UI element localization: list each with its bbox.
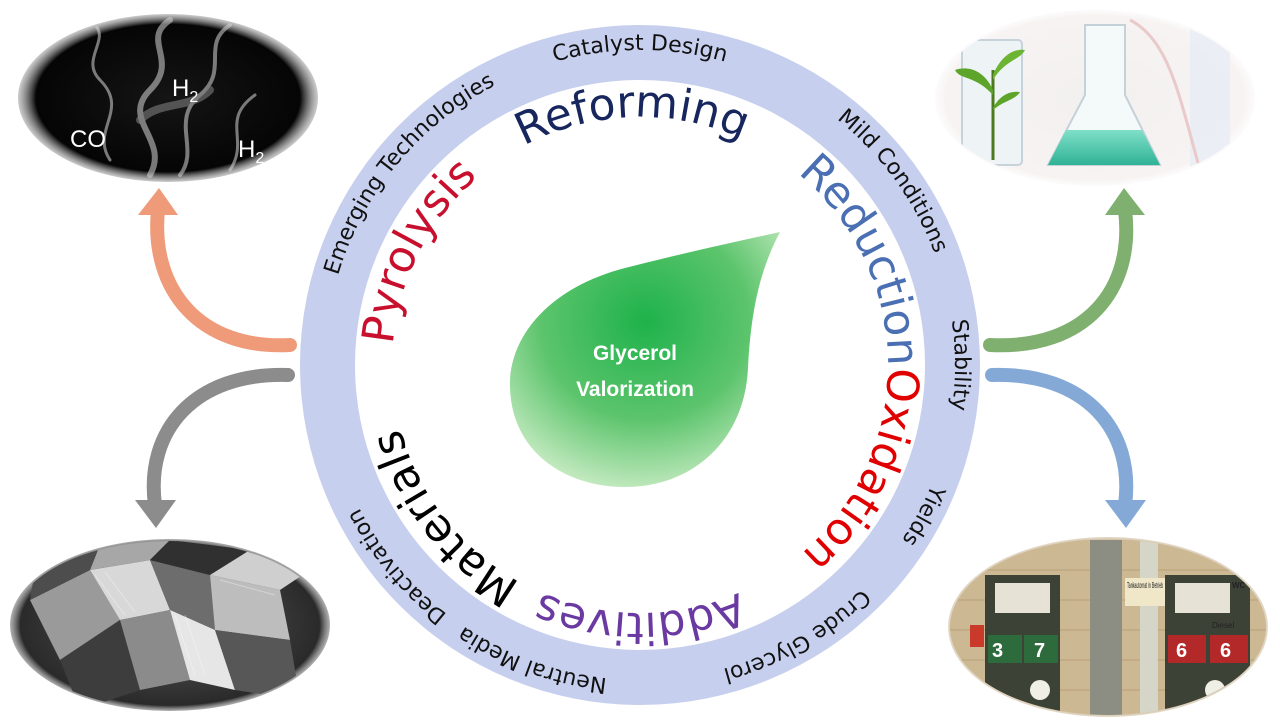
diesel-sign: Diesel [1212,621,1234,630]
pump-left-number: 3 [992,640,1003,662]
co-label: CO [70,126,106,153]
wc-sign: WC [1232,581,1246,590]
fine-chemicals-photo [935,10,1255,186]
arrow-to-fuels [985,367,1146,528]
syngas-smoke-photo: CO H2 H2 [18,14,318,182]
arrow-to-chemicals [983,188,1145,353]
h2-label-top: H2 [172,75,198,106]
pump-right-number: 6 [1176,640,1187,662]
center-label-line2: Valorization [576,378,694,401]
challenge-stability: Stability [946,318,974,412]
trash-bin-icon [970,625,984,647]
arrow-to-syngas [138,188,297,353]
tank-sign: Tankautomat in Betrieb [1127,581,1163,590]
pump-right-number-2: 6 [1220,640,1231,662]
fuels-pump-photo: 3 7 6 6 Tankautomat in Betrieb Diesel WC [948,537,1268,717]
h2-label-right: H2 [238,136,264,167]
materials-metal-photo [10,539,330,711]
glycerol-leaf: Glycerol Valorization [509,232,780,487]
center-label-line1: Glycerol [593,342,677,365]
plant-leaf-icon [955,68,993,95]
graduated-cylinder-icon [1190,20,1230,170]
pump-left-number-2: 7 [1034,640,1045,662]
arrow-to-materials [135,367,295,528]
